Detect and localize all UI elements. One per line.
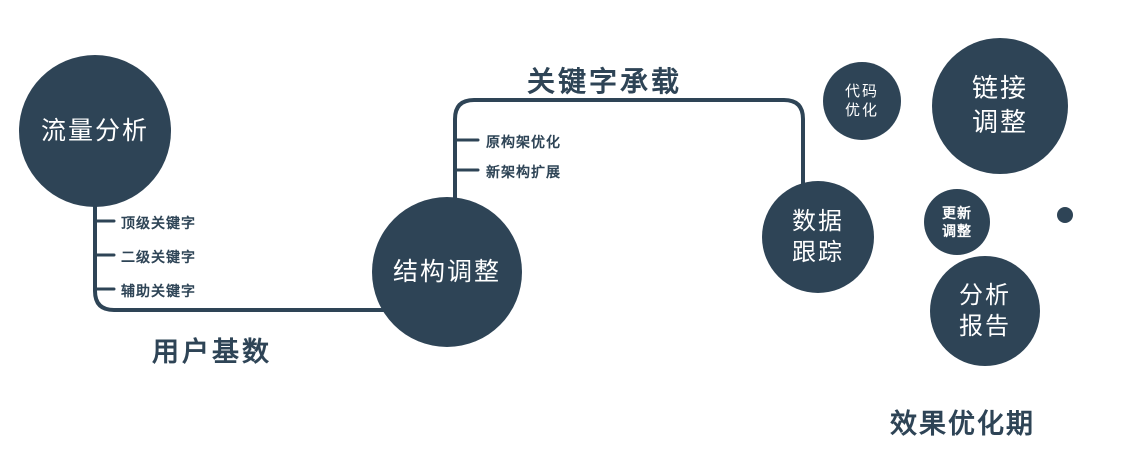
branch-label-aux-keyword: 辅助关键字 bbox=[121, 283, 196, 299]
node-code-optimization: 代码 优化 bbox=[823, 62, 901, 140]
node-update-adjustment: 更新 调整 bbox=[924, 189, 990, 255]
branch-label-original-architecture: 原构架优化 bbox=[486, 134, 561, 150]
node-analysis-report: 分析 报告 bbox=[930, 256, 1040, 366]
node-analysis-report-label: 分析 报告 bbox=[959, 281, 1011, 340]
node-traffic-analysis-label: 流量分析 bbox=[40, 116, 149, 145]
connector-traffic-to-structure bbox=[93, 198, 386, 312]
node-update-adjustment-label: 更新 调整 bbox=[942, 204, 972, 239]
node-data-tracking-label: 数据 跟踪 bbox=[792, 207, 844, 266]
node-data-tracking: 数据 跟踪 bbox=[762, 181, 874, 293]
edge-label-user-base: 用户基数 bbox=[152, 337, 272, 367]
edge-label-keyword-carrying: 关键字承载 bbox=[527, 66, 683, 97]
node-link-adjustment: 链接 调整 bbox=[932, 38, 1068, 174]
branch-label-second-keyword: 二级关键字 bbox=[121, 249, 196, 265]
connector-structure-to-tracking bbox=[453, 98, 805, 204]
node-traffic-analysis: 流量分析 bbox=[19, 55, 171, 207]
footer-label-effect-optimization: 效果优化期 bbox=[890, 409, 1035, 439]
node-link-adjustment-label: 链接 调整 bbox=[971, 73, 1028, 137]
branch-label-top-keyword: 顶级关键字 bbox=[121, 215, 196, 231]
branch-label-new-architecture: 新架构扩展 bbox=[486, 164, 561, 180]
node-structure-adjustment: 结构调整 bbox=[372, 197, 522, 347]
node-structure-adjustment-label: 结构调整 bbox=[392, 257, 501, 286]
node-code-optimization-label: 代码 优化 bbox=[844, 82, 879, 120]
decorative-dot bbox=[1057, 207, 1073, 223]
